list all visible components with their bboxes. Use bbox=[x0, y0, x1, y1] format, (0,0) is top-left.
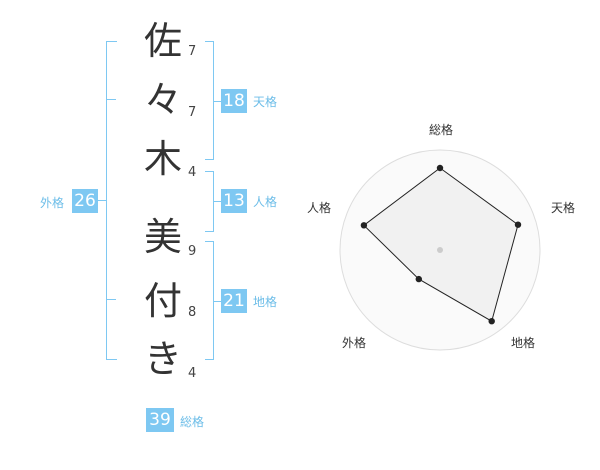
radar-axis-label-soukaku: 総格 bbox=[429, 123, 454, 137]
name-char-2: 々 bbox=[143, 78, 182, 122]
radar-point-5 bbox=[360, 222, 368, 229]
tenkaku-bracket bbox=[205, 41, 214, 160]
radar-point-2 bbox=[514, 221, 522, 228]
radar-point-3 bbox=[488, 318, 495, 325]
radar-axis-label-gaikaku: 外格 bbox=[342, 336, 367, 350]
chikaku-bracket bbox=[205, 241, 214, 360]
gaikaku-bracket bbox=[106, 41, 117, 360]
stroke-count-3: 4 bbox=[188, 165, 197, 180]
stroke-count-4: 9 bbox=[188, 244, 197, 259]
stroke-count-6: 4 bbox=[188, 366, 197, 381]
radar-point-4 bbox=[415, 275, 422, 283]
chikaku-value: 21 bbox=[221, 289, 247, 313]
radar-axis-label-chikaku: 地格 bbox=[511, 336, 536, 350]
name-char-3: 木 bbox=[143, 137, 182, 181]
radar-axis-label-tenkaku: 天格 bbox=[551, 201, 576, 215]
tenkaku-value: 18 bbox=[221, 89, 247, 113]
chikaku-bracket-connector bbox=[213, 301, 221, 302]
radar-center bbox=[437, 247, 443, 253]
radar-axis-label-jinkaku: 人格 bbox=[307, 201, 332, 215]
soukaku-value: 39 bbox=[146, 408, 174, 432]
tenkaku-label: 天格 bbox=[253, 95, 278, 109]
radar-point-1 bbox=[436, 164, 444, 172]
soukaku-label: 総格 bbox=[180, 415, 205, 429]
jinkaku-label: 人格 bbox=[253, 195, 278, 209]
jinkaku-value: 13 bbox=[221, 189, 247, 213]
radar-series-polygon bbox=[363, 167, 519, 322]
name-char-1: 佐 bbox=[143, 19, 182, 63]
name-char-4: 美 bbox=[143, 215, 182, 259]
tenkaku-bracket-connector bbox=[213, 101, 221, 102]
name-char-6: き bbox=[143, 337, 182, 381]
stroke-count-5: 8 bbox=[188, 305, 197, 320]
gaikaku-bracket-tick bbox=[106, 99, 116, 100]
gaikaku-bracket-tick bbox=[106, 299, 116, 300]
name-char-5: 付 bbox=[143, 279, 182, 323]
stroke-count-2: 7 bbox=[188, 105, 197, 120]
chikaku-label: 地格 bbox=[253, 295, 278, 309]
gaikaku-label: 外格 bbox=[40, 196, 65, 210]
stroke-count-1: 7 bbox=[188, 44, 197, 59]
radar-chart bbox=[339, 149, 541, 351]
gaikaku-value: 26 bbox=[72, 189, 98, 213]
jinkaku-bracket-connector bbox=[213, 201, 221, 202]
gaikaku-bracket-connector bbox=[98, 200, 106, 201]
